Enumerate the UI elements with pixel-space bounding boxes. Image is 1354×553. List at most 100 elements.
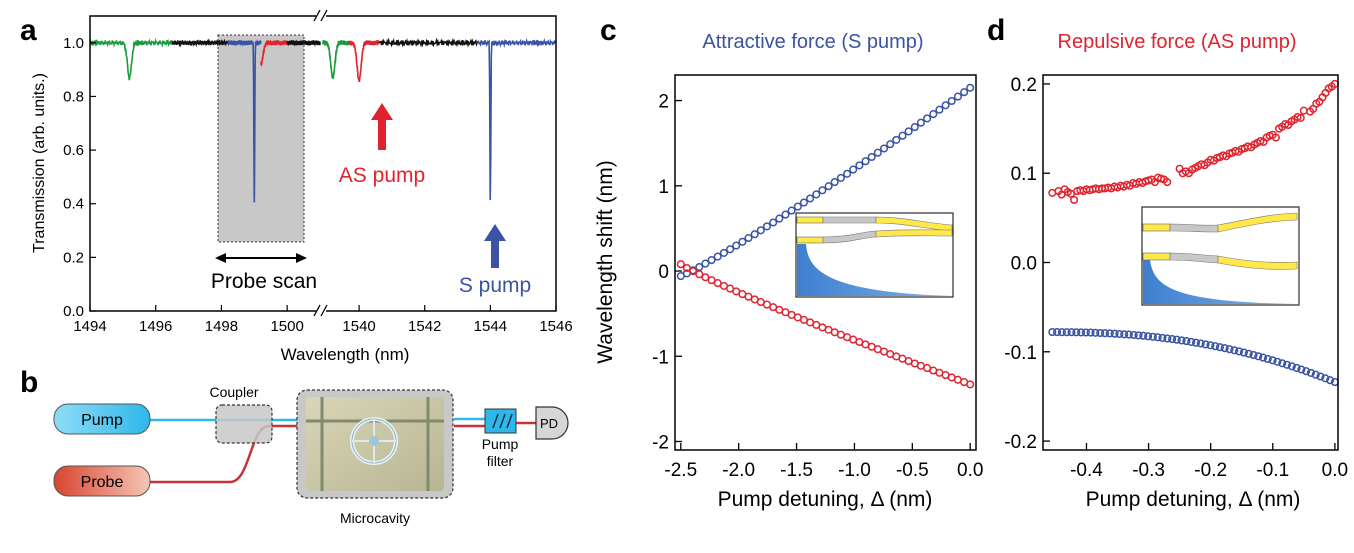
attractive-point-blue — [812, 190, 821, 199]
repulsive-point-blue — [1215, 343, 1224, 352]
attractive-point-blue — [849, 165, 858, 174]
attractive-point-blue — [873, 148, 882, 157]
repulsive-point-blue — [1057, 328, 1066, 337]
repulsive-point-blue — [1072, 328, 1081, 337]
attractive-point-blue — [879, 144, 889, 153]
coupler-box — [215, 404, 273, 444]
axis-break-top — [313, 9, 328, 22]
repulsive-x-label: Pump detuning, Δ (nm) — [1086, 488, 1301, 511]
repulsive-point-blue — [1235, 347, 1244, 356]
repulsive-point-blue — [1172, 335, 1181, 344]
attractive-point-blue — [960, 88, 969, 97]
attractive-x-tick-label: -1.5 — [780, 460, 813, 481]
repulsive-point-blue — [1163, 334, 1172, 343]
attractive-point-blue — [738, 237, 747, 246]
attractive-point-blue — [966, 83, 975, 92]
attractive-point-blue — [916, 118, 925, 127]
panel-label-a: a — [20, 14, 37, 47]
spectrum-x-tick-label: 1544 — [474, 318, 507, 335]
repulsive-point-blue — [1048, 328, 1057, 337]
as-pump-label: AS pump — [339, 164, 425, 187]
repulsive-point-red — [1296, 113, 1305, 122]
attractive-point-blue — [750, 230, 759, 239]
attractive-point-blue — [886, 140, 895, 149]
attractive-y-tick-label: -1 — [652, 347, 669, 368]
attractive-inset — [795, 212, 954, 298]
attractive-y-tick-label: -2 — [652, 432, 669, 453]
attractive-point-blue — [701, 259, 710, 268]
attractive-force-chart: Attractive force (S pump) -2.5-2.0-1.5-1… — [594, 31, 983, 511]
attractive-point-blue — [941, 101, 950, 110]
attractive-point-blue — [867, 152, 876, 162]
spectrum-y-tick-label: 0.8 — [63, 88, 84, 105]
repulsive-point-blue — [1182, 337, 1191, 346]
repulsive-point-blue — [1081, 328, 1090, 337]
probe-scan-arrow — [215, 253, 307, 263]
attractive-point-blue — [953, 92, 962, 101]
attractive-x-tick-label: -0.5 — [896, 460, 929, 481]
spectrum-series-3 — [260, 39, 288, 68]
attractive-y-tick-label: 2 — [658, 92, 669, 113]
repulsive-point-blue — [1292, 363, 1301, 372]
spectrum-series-5 — [322, 39, 351, 80]
repulsive-point-blue — [1187, 337, 1196, 346]
repulsive-point-blue — [1268, 356, 1277, 365]
spectrum-series-6 — [348, 40, 380, 82]
repulsive-point-blue — [1201, 340, 1210, 349]
spectrum-series-7 — [378, 37, 478, 48]
repulsive-point-blue — [1239, 348, 1248, 357]
repulsive-inset — [1141, 206, 1300, 306]
spectrum-series-4 — [286, 39, 321, 48]
attractive-point-blue — [769, 218, 778, 227]
coupler-label: Coupler — [209, 384, 258, 400]
repulsive-point-red — [1271, 133, 1280, 142]
repulsive-point-blue — [1326, 376, 1335, 385]
attractive-point-blue — [732, 241, 741, 250]
spectrum-axes-frame — [89, 15, 557, 312]
repulsive-point-blue — [1206, 341, 1215, 350]
repulsive-point-blue — [1249, 350, 1258, 360]
repulsive-points — [1048, 79, 1339, 387]
repulsive-x-tick-label: -0.2 — [1194, 460, 1227, 481]
repulsive-point-blue — [1124, 330, 1133, 339]
spectrum-y-tick-label: 0.2 — [63, 249, 84, 266]
pump-filter-label-1: Pump — [482, 436, 519, 452]
repulsive-point-red — [1070, 195, 1079, 205]
photodetector-label: PD — [540, 416, 558, 431]
spectrum-x-tick-label: 1542 — [408, 318, 441, 335]
repulsive-point-blue — [1120, 330, 1129, 339]
spectrum-x-tick-label: 1546 — [539, 318, 572, 335]
repulsive-point-blue — [1086, 328, 1095, 337]
attractive-beam-lower — [875, 229, 953, 238]
attractive-point-blue — [947, 96, 956, 106]
repulsive-point-blue — [1115, 329, 1124, 339]
repulsive-point-blue — [1196, 339, 1205, 348]
attractive-point-blue — [818, 186, 827, 195]
repulsive-point-blue — [1278, 359, 1287, 368]
repulsive-inset-field — [1143, 260, 1298, 304]
repulsive-point-blue — [1191, 338, 1201, 347]
spectrum-y-tick-label: 0.4 — [63, 196, 84, 213]
repulsive-y-tick-label: 0.2 — [1011, 75, 1037, 96]
as-pump-arrow — [371, 103, 393, 150]
repulsive-point-blue — [1077, 328, 1086, 337]
repulsive-point-blue — [1067, 328, 1076, 337]
attractive-point-blue — [830, 178, 839, 187]
attractive-point-blue — [744, 233, 753, 243]
spectrum-series-0 — [89, 38, 173, 81]
spectrum-x-tick-label: 1540 — [342, 318, 375, 335]
s-pump-arrow — [484, 224, 506, 268]
panel-label-b: b — [20, 366, 38, 399]
repulsive-point-red — [1163, 178, 1172, 187]
probe-source — [53, 465, 151, 497]
attractive-point-blue — [726, 245, 735, 254]
transmission-traces — [89, 37, 557, 203]
probe-scan-region — [217, 34, 305, 243]
pump-source-label: Pump — [81, 412, 123, 429]
attractive-point-blue — [756, 226, 765, 235]
attractive-point-blue — [793, 202, 802, 211]
